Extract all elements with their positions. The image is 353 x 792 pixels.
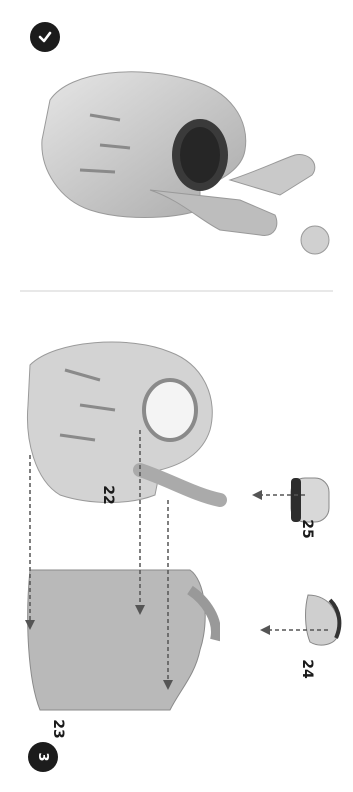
step-number-badge: 3 — [28, 742, 58, 772]
part-label-23: 23 — [49, 717, 67, 741]
part-label-24: 24 — [298, 657, 316, 681]
part-label-25: 25 — [298, 517, 316, 541]
step-number-label: 3 — [36, 752, 51, 761]
part-label-22: 22 — [99, 483, 117, 507]
